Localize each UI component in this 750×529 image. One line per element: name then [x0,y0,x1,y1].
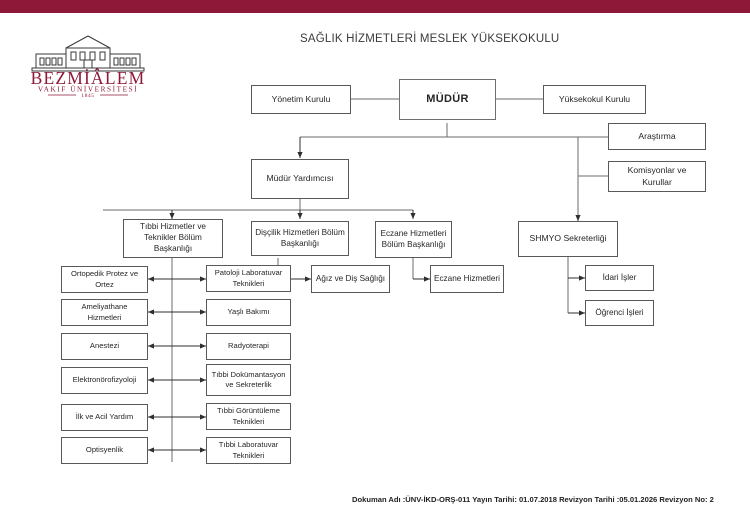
node-program-anestezi[interactable]: Anestezi [61,333,148,360]
university-logo: BEZMİÂLEM VAKIF ÜNİVERSİTESİ 1845 [18,26,158,98]
logo-subtitle: VAKIF ÜNİVERSİTESİ [38,85,138,94]
node-yonetim-kurulu[interactable]: Yönetim Kurulu [251,85,351,114]
node-komisyonlar-ve-kurullar[interactable]: Komisyonlar ve Kurullar [608,161,706,192]
node-program-eczane-hizmetleri[interactable]: Eczane Hizmetleri [430,265,504,293]
node-yuksekokul-kurulu[interactable]: Yüksekokul Kurulu [543,85,646,114]
document-footer: Dokuman Adı :ÜNV-İKD-ORŞ-011 Yayın Tarih… [352,495,714,504]
logo-building-icon [31,35,145,72]
node-program-elektronorofizyoloji[interactable]: Elektronörofizyoloji [61,367,148,394]
node-mudur-yardimcisi[interactable]: Müdür Yardımcısı [251,159,349,199]
logo-year: 1845 [81,93,94,98]
node-program-tibbi-laboratuvar-teknikleri[interactable]: Tıbbi Laboratuvar Teknikleri [206,437,291,464]
node-program-ilk-ve-acil-yardim[interactable]: İlk ve Acil Yardım [61,404,148,431]
node-mudur[interactable]: MÜDÜR [399,79,496,120]
node-program-patoloji-laboratuvar-teknikleri[interactable]: Patoloji Laboratuvar Teknikleri [206,265,291,292]
node-eczane-hizmetleri-bolum-baskanligi[interactable]: Eczane Hizmetleri Bölüm Başkanlığı [375,221,452,258]
node-shmyo-sekreterligi[interactable]: SHMYO Sekreterliği [518,221,618,257]
node-discilik-hizmetleri-bolum-baskanligi[interactable]: Dişçilik Hizmetleri Bölüm Başkanlığı [251,221,349,256]
node-arastirma[interactable]: Araştırma [608,123,706,150]
page-title: SAĞLIK HİZMETLERİ MESLEK YÜKSEKOKULU [300,33,560,45]
node-program-tibbi-dokumantasyon-ve-sekreterlik[interactable]: Tıbbi Dokümantasyon ve Sekreterlik [206,364,291,396]
node-program-optisyenlik[interactable]: Optisyenlik [61,437,148,464]
node-idari-isler[interactable]: İdari İşler [585,265,654,291]
node-program-ortopedik-protez-ve-ortez[interactable]: Ortopedik Protez ve Ortez [61,266,148,293]
logo-wordmark: BEZMİÂLEM [31,68,146,88]
node-ogrenci-isleri[interactable]: Öğrenci İşleri [585,300,654,326]
node-program-ameliyathane-hizmetleri[interactable]: Ameliyathane Hizmetleri [61,299,148,326]
brand-accent-bar [0,0,750,13]
node-program-agiz-ve-dis-sagligi[interactable]: Ağız ve Diş Sağlığı [311,265,390,293]
node-program-tibbi-goruntuleme-teknikleri[interactable]: Tıbbi Görüntüleme Teknikleri [206,403,291,430]
node-tibbi-hizmetler-bolum-baskanligi[interactable]: Tıbbi Hizmetler ve Teknikler Bölüm Başka… [123,219,223,258]
node-program-radyoterapi[interactable]: Radyoterapi [206,333,291,360]
node-program-yasli-bakimi[interactable]: Yaşlı Bakımı [206,299,291,326]
